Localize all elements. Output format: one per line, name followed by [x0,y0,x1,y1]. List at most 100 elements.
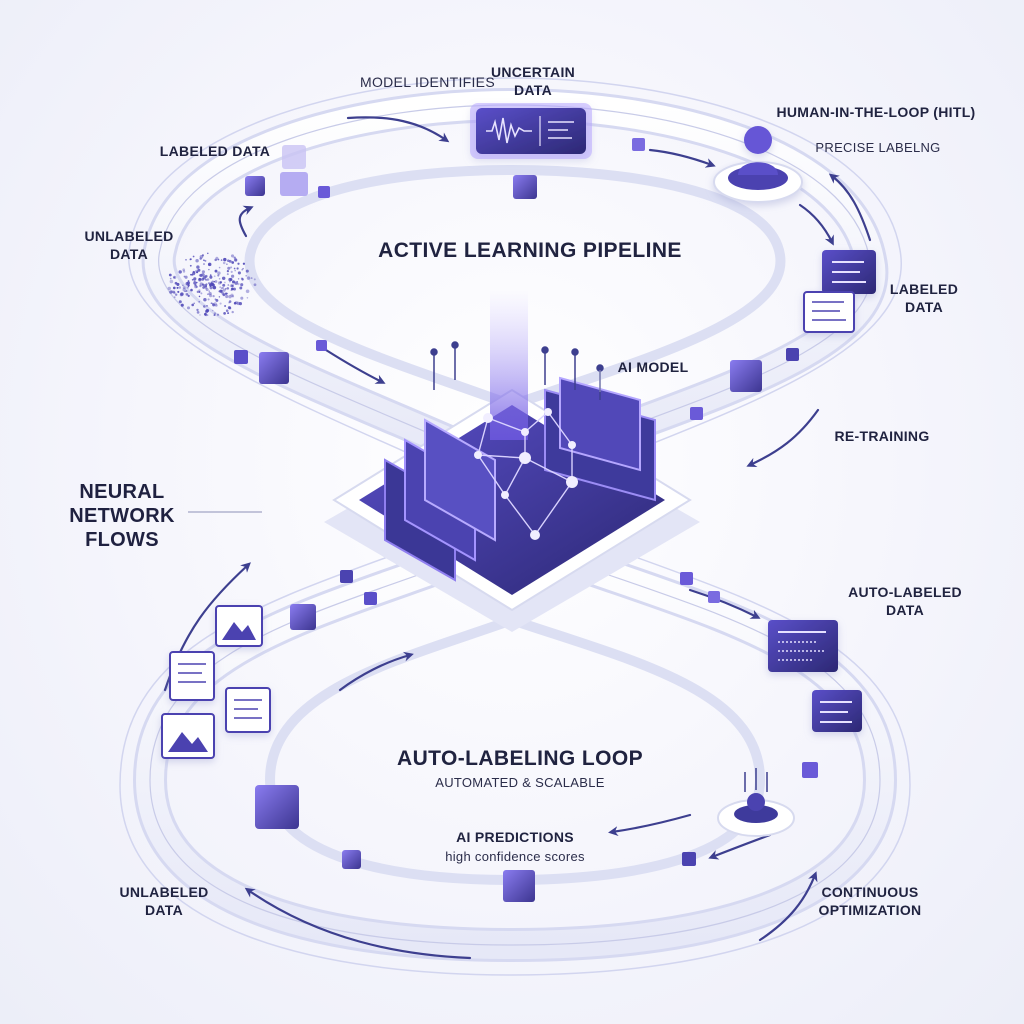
point-cloud-dot [170,290,173,293]
point-cloud-dot [231,275,234,278]
point-cloud-dot [206,305,208,307]
arrow-up-left [240,208,250,236]
point-cloud-dot [229,281,231,283]
point-cloud-dot [241,269,243,271]
point-cloud-dot [187,286,189,288]
point-cloud-dot [246,270,249,273]
hitl-title-label: HUMAN-IN-THE-LOOP (HITL) [776,104,976,122]
point-cloud-dot [193,271,195,273]
point-cloud-dot [234,268,236,270]
point-cloud-dot [239,287,242,290]
point-cloud-dot [193,303,195,305]
point-cloud-dot [173,287,176,290]
point-cloud-dot [225,288,227,290]
hitl-subtitle-label: PRECISE LABELNG [790,140,966,156]
point-cloud-dot [203,263,205,265]
point-cloud-dot [254,278,256,280]
point-cloud-dot [203,305,206,308]
continuous-optimization-label: CONTINUOUS OPTIMIZATION [800,884,940,919]
doc-left-2 [226,688,270,732]
point-cloud-dot [203,259,205,261]
point-cloud-dot [229,260,232,263]
point-cloud-dot [198,301,200,303]
point-cloud-dot [183,286,186,289]
labeled-data-left-label: LABELED DATA [150,143,280,161]
active-learning-title: ACTIVE LEARNING PIPELINE [340,238,720,264]
point-cloud-dot [193,277,196,280]
point-cloud-dot [225,295,228,298]
point-cloud-dot [179,286,182,289]
point-cloud-dot [232,285,234,287]
point-cloud-dot [222,284,225,287]
point-cloud-dot [177,291,179,293]
point-cloud-dot [224,282,226,284]
point-cloud-dot [177,287,179,289]
labeled-data-right-label: LABELED DATA [880,281,968,316]
point-cloud-dot [220,281,222,283]
point-cloud-dot [191,304,194,307]
point-cloud-dot [193,256,195,258]
point-cloud-dot [214,259,217,262]
point-cloud-dot [190,274,192,276]
monitor-waveform-icon [470,103,592,159]
point-cloud-dot [200,292,202,294]
point-cloud-dot [228,302,230,304]
point-cloud-dot [230,278,233,281]
point-cloud-dot [254,283,257,286]
ai-predictions-subtitle: high confidence scores [410,849,620,865]
point-cloud-dot [189,258,191,260]
point-cloud-dot [219,267,221,269]
doc-auto-labeled-1 [768,620,838,672]
point-cloud-dot [223,312,226,315]
point-cloud-dot [230,294,233,297]
point-cloud-dot [227,284,229,286]
point-cloud-dot [182,268,185,271]
point-cloud-dot [190,289,193,292]
point-cloud-dot [174,296,176,298]
arrow-predictions [612,815,690,832]
point-cloud-dot [208,269,209,270]
point-cloud-dot [207,253,208,254]
point-cloud-dot [186,290,188,292]
point-cloud-dot [234,270,236,272]
point-cloud-dot [203,298,206,301]
point-cloud-dot [231,261,234,264]
point-cloud-dot [231,288,233,290]
point-cloud-dot [195,270,198,273]
point-cloud-dot [247,297,249,299]
point-cloud-dot [195,259,198,262]
uncertain-data-label: UNCERTAIN DATA [478,64,588,99]
point-cloud-dot [193,281,196,284]
point-cloud-dot [187,284,189,286]
point-cloud-dot [199,257,201,259]
point-cloud-dot [215,298,217,300]
point-cloud-dot [210,282,212,284]
point-cloud-dot [181,304,184,307]
point-cloud-dot [238,271,241,274]
point-cloud-dot [219,278,221,280]
point-cloud-dot [173,276,175,278]
point-cloud-dot [214,281,215,282]
point-cloud-dot [237,281,238,282]
point-cloud-dot [179,300,182,303]
point-cloud-dot [196,265,199,268]
arrow-retraining [750,410,818,465]
point-cloud-dot [205,314,207,316]
unlabeled-data-bottom-label: UNLABELED DATA [104,884,224,919]
point-cloud-dot [201,273,205,277]
point-cloud-dot [227,287,230,290]
point-cloud-dot [231,271,233,273]
point-cloud-dot [208,292,211,295]
point-cloud-dot [222,292,225,295]
point-cloud-dot [247,276,250,279]
point-cloud-dot [168,287,171,290]
point-cloud-dot [219,296,220,297]
point-cloud-dot [228,306,231,309]
point-cloud-dot [205,285,207,287]
point-cloud-dot [219,290,222,293]
point-cloud-dot [223,258,226,261]
point-cloud-dot [251,277,253,279]
point-cloud-dot [199,296,201,298]
point-cloud-dot [220,303,222,305]
point-cloud-dot [169,274,172,277]
